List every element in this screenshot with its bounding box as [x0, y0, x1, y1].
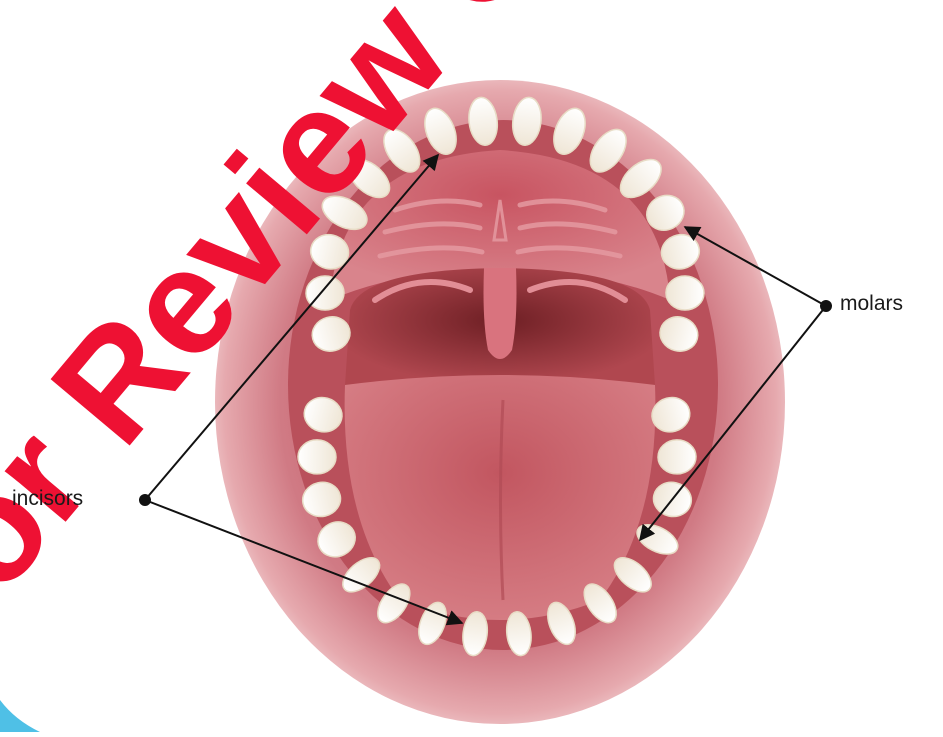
molars-anchor-dot: [820, 300, 832, 312]
incisors-anchor-dot: [139, 494, 151, 506]
upper-tooth: [666, 276, 705, 311]
incisors-label: incisors: [12, 488, 83, 509]
lower-tooth: [298, 440, 337, 475]
lower-tooth: [658, 440, 697, 475]
molars-label: molars: [840, 293, 903, 314]
uvula: [484, 268, 517, 359]
corner-accent: [0, 700, 40, 732]
